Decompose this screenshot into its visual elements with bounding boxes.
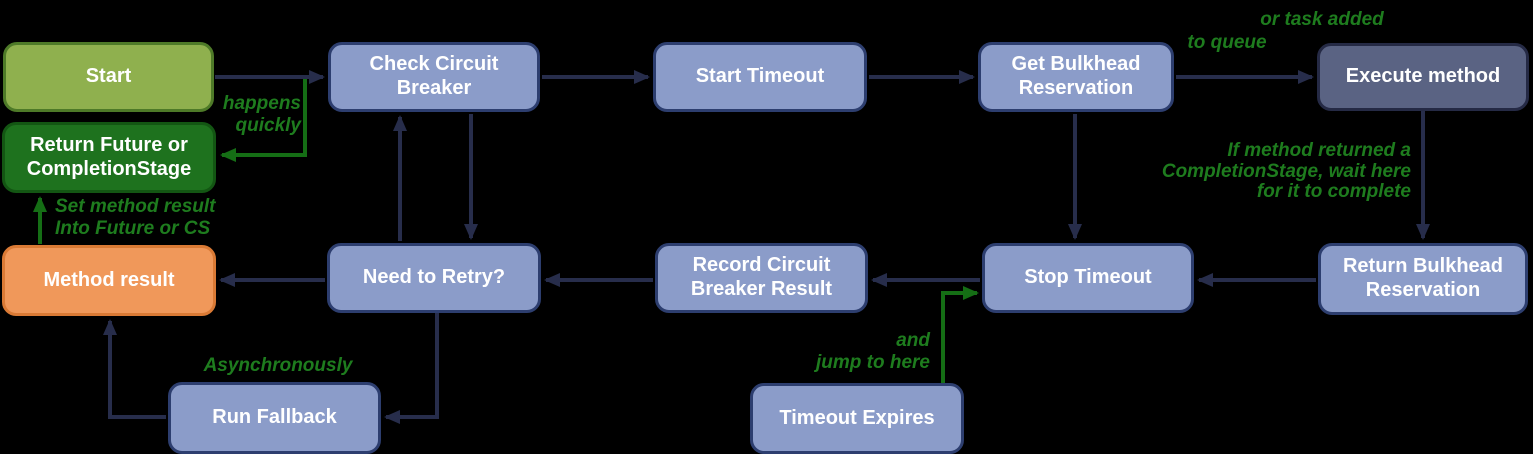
node-stop-timeout: Stop Timeout xyxy=(982,243,1194,313)
node-check-circuit-breaker: Check Circuit Breaker xyxy=(328,42,540,112)
node-run-fallback: Run Fallback xyxy=(168,382,381,454)
node-start-timeout: Start Timeout xyxy=(653,42,867,112)
node-method-result: Method result xyxy=(2,245,216,316)
arrow-timeout-expires-to-stop-timeout xyxy=(941,286,979,383)
arrow-need-to-retry-to-run-fallback xyxy=(384,313,439,424)
annotation-to-queue: to queue xyxy=(1187,32,1267,53)
annotation-happens-quickly: happens quickly xyxy=(222,93,301,136)
annotation-and-jump-to-here: and jump to here xyxy=(815,330,930,373)
arrow-happens-quickly-to-return-future xyxy=(220,79,307,162)
node-execute-method: Execute method xyxy=(1317,43,1529,111)
annotation-if-method-returned: If method returned a CompletionStage, wa… xyxy=(1161,140,1411,203)
node-return-future: Return Future or CompletionStage xyxy=(2,122,216,193)
annotation-or-task-added: or task added xyxy=(1260,9,1384,30)
node-timeout-expires: Timeout Expires xyxy=(750,383,964,454)
annotation-asynchronously: Asynchronously xyxy=(203,355,353,376)
node-need-to-retry: Need to Retry? xyxy=(327,243,541,313)
arrow-run-fallback-to-method-result xyxy=(103,319,166,419)
node-start: Start xyxy=(3,42,214,112)
node-get-bulkhead-reservation: Get Bulkhead Reservation xyxy=(978,42,1174,112)
node-return-bulkhead-reservation: Return Bulkhead Reservation xyxy=(1318,243,1528,315)
node-record-circuit-breaker-result: Record Circuit Breaker Result xyxy=(655,243,868,313)
annotation-set-method-result: Set method result Into Future or CS xyxy=(55,196,216,239)
